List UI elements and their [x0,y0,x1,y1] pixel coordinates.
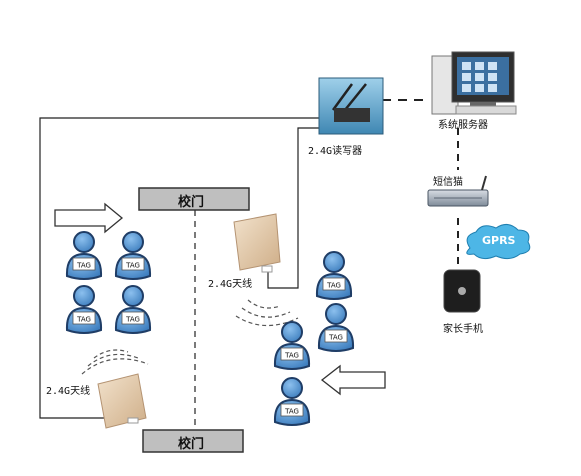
tag-label: TAG [284,352,299,360]
tag-label: TAG [328,334,343,342]
server-computer-icon [431,51,517,115]
tag-label: TAG [284,408,299,416]
gprs-label: GPRS [482,234,516,247]
people-group: TAG TAG TAG TAG TAG TAG TAG TAG [65,231,355,426]
arrow-left [320,364,386,396]
person-with-tag: TAG [114,285,152,334]
person-with-tag: TAG [315,251,353,300]
tag-label: TAG [76,316,91,324]
server-label: 系统服务器 [438,120,488,131]
gate-bottom [142,429,244,453]
gate-bottom-label: 校门 [178,437,205,452]
signal-waves-left [81,349,149,375]
gprs-cloud [466,224,531,260]
antenna-right-label: 2.4G天线 [208,279,253,290]
arrow-right [54,202,124,234]
gate-top [138,187,250,211]
tag-label: TAG [125,262,140,270]
phone-label: 家长手机 [443,324,483,335]
sms-modem-icon [427,175,489,207]
antenna-right [233,213,281,273]
antenna-left [97,373,147,429]
person-with-tag: TAG [317,303,355,352]
person-with-tag: TAG [65,231,103,280]
right-antenna-cable [267,127,320,289]
person-with-tag: TAG [273,377,311,426]
person-with-tag: TAG [65,285,103,334]
tag-label: TAG [125,316,140,324]
left-antenna-cable [39,117,320,419]
antenna-left-label: 2.4G天线 [46,386,91,397]
connection-lines [39,99,459,430]
person-with-tag: TAG [114,231,152,280]
signal-waves-right [235,299,299,327]
gate-top-label: 校门 [178,195,205,210]
reader-device [318,77,384,135]
tag-label: TAG [326,282,341,290]
tag-label: TAG [76,262,91,270]
sms-modem-label: 短信猫 [433,177,463,188]
phone-icon [443,269,481,313]
reader-label: 2.4G读写器 [308,146,363,157]
person-with-tag: TAG [273,321,311,370]
